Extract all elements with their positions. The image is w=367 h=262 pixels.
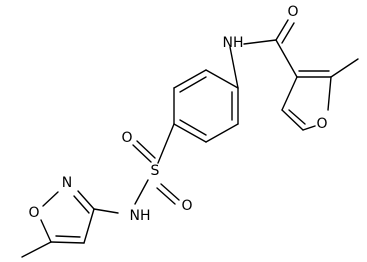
sulfonyl-oxygen-double-bond bbox=[132, 144, 152, 163]
benzene-bond bbox=[205, 123, 239, 143]
sulfonyl-oxygen-top-label: O bbox=[121, 130, 132, 146]
isoxazole-ring bbox=[21, 190, 95, 258]
amide-nh-label: NH bbox=[223, 35, 244, 51]
ring-to-sulfur-bond bbox=[157, 123, 175, 164]
benzene-double-bond bbox=[179, 119, 207, 136]
nh-to-carbonyl-bond bbox=[243, 39, 277, 45]
sulfur-label: S bbox=[151, 163, 160, 179]
carbonyl-oxygen-label: O bbox=[287, 4, 298, 20]
benzene-bond bbox=[205, 69, 239, 89]
furan-oxygen-label: O bbox=[316, 116, 327, 132]
isoxazole-double-bond bbox=[73, 195, 90, 214]
sulfonamide-nh-label: NH bbox=[130, 208, 151, 224]
furan-double-bond bbox=[288, 109, 306, 125]
isoxazole-bond bbox=[77, 190, 95, 210]
isoxazole-nitrogen-label: N bbox=[62, 175, 72, 191]
nh-to-isoxazole-bond bbox=[93, 208, 119, 214]
benzene-double-bond bbox=[179, 76, 207, 93]
furan-ring bbox=[281, 58, 359, 131]
benzene-bond bbox=[173, 69, 207, 89]
isoxazole-double-bond bbox=[55, 235, 81, 238]
sulfur-to-nh-bond bbox=[134, 179, 149, 205]
carbonyl-to-furan-bond bbox=[275, 39, 298, 78]
isoxazole-oxygen-label: O bbox=[28, 205, 39, 221]
isoxazole-bond bbox=[42, 191, 59, 207]
furan-bond bbox=[302, 125, 316, 131]
furan-bond bbox=[327, 76, 332, 111]
furan-methyl-bond bbox=[330, 58, 359, 78]
benzene-ring bbox=[173, 69, 239, 143]
isoxazole-bond bbox=[83, 208, 95, 244]
isoxazole-methyl-bond bbox=[21, 241, 52, 258]
benzene-bond bbox=[173, 123, 207, 143]
isoxazole-bond bbox=[40, 219, 52, 243]
sulfonyl-oxygen-double-bond bbox=[160, 183, 180, 201]
furan-bond bbox=[281, 109, 304, 131]
furan-bond bbox=[281, 76, 298, 111]
sulfonyl-oxygen-bottom-label: O bbox=[181, 198, 192, 214]
sulfonyl-oxygen-double-bond bbox=[136, 140, 156, 159]
carbonyl-double-bond bbox=[281, 22, 295, 44]
carbonyl-double-bond bbox=[275, 19, 289, 41]
sulfonyl-oxygen-double-bond bbox=[156, 187, 176, 205]
isoxazole-bond bbox=[50, 241, 85, 244]
ring-to-nh-bond bbox=[229, 46, 239, 89]
